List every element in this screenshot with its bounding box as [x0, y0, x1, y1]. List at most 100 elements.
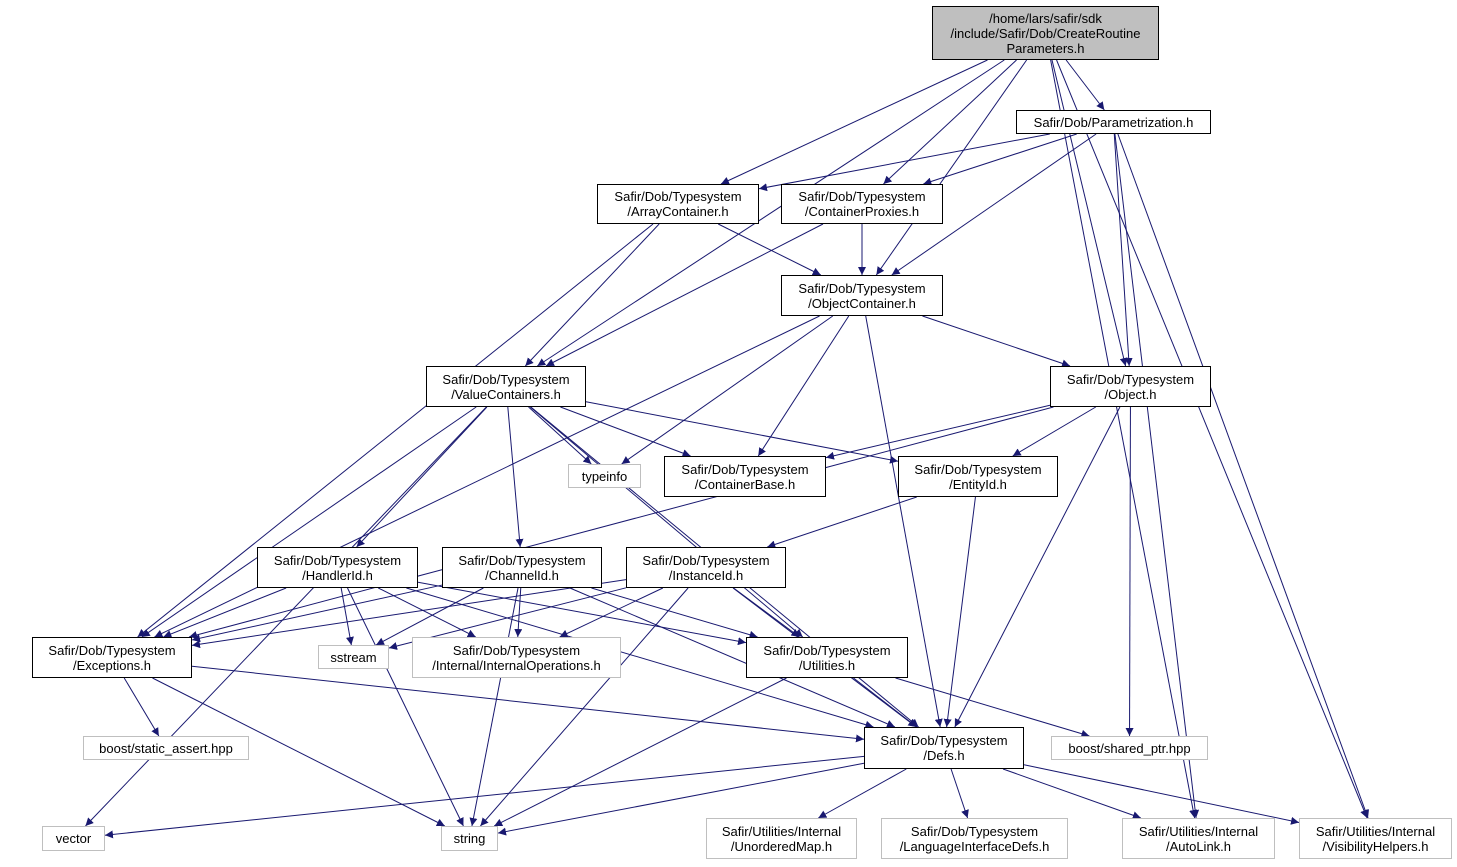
edge-defs-to-visibility_helpers: [1023, 764, 1300, 825]
edge-exceptions-to-static_assert: [123, 677, 160, 737]
edge-root-to-object_container: [875, 59, 1028, 276]
node-visibility-helpers: Safir/Utilities/Internal/VisibilityHelpe…: [1299, 818, 1452, 859]
edge-root-to-parametrization: [1065, 59, 1105, 111]
node-label-line: /Utilities.h: [798, 657, 856, 673]
edge-handler_id-to-utilities: [417, 581, 747, 646]
node-object-container[interactable]: Safir/Dob/Typesystem/ObjectContainer.h: [781, 275, 943, 316]
edge-handler_id-to-defs: [406, 587, 874, 729]
edge-value_containers-to-utilities: [529, 406, 804, 638]
edge-root-to-visibility_helpers: [1056, 59, 1368, 819]
node-label-line: Safir/Dob/Typesystem: [442, 371, 570, 387]
edge-value_containers-to-channel_id: [507, 406, 524, 548]
node-container-base[interactable]: Safir/Dob/Typesystem/ContainerBase.h: [664, 456, 826, 497]
node-label-line: Safir/Dob/Typesystem: [798, 280, 926, 296]
edge-channel_id-to-exceptions: [191, 584, 443, 643]
node-label-line: Safir/Dob/Typesystem: [880, 733, 1008, 748]
node-label-line: Safir/Dob/Typesystem: [914, 461, 1042, 477]
node-label-line: Parameters.h: [1006, 40, 1085, 56]
node-parametrization[interactable]: Safir/Dob/Parametrization.h: [1016, 110, 1211, 134]
node-label-line: vector: [55, 831, 92, 846]
edge-defs-to-vector: [104, 755, 865, 839]
node-unordered-map: Safir/Utilities/Internal/UnorderedMap.h: [706, 818, 857, 859]
node-label-line: string: [453, 831, 486, 846]
node-label-line: Safir/Dob/Typesystem: [273, 552, 402, 568]
edge-defs-to-language_interface_defs: [950, 768, 969, 819]
edge-handler_id-to-sstream: [340, 587, 354, 646]
node-language-interface-defs: Safir/Dob/Typesystem/LanguageInterfaceDe…: [881, 818, 1068, 859]
node-auto-link: Safir/Utilities/Internal/AutoLink.h: [1122, 818, 1275, 859]
node-vector: vector: [42, 826, 105, 851]
node-channel-id[interactable]: Safir/Dob/Typesystem/ChannelId.h: [442, 547, 602, 588]
node-label-line: Safir/Dob/Parametrization.h: [1033, 114, 1194, 130]
edge-object_container-to-container_base: [757, 315, 850, 457]
node-label-line: Safir/Dob/Typesystem: [681, 461, 809, 477]
edge-root-to-auto_link: [1050, 59, 1198, 819]
node-label-line: sstream: [330, 649, 377, 665]
edge-value_containers-to-container_base: [560, 406, 691, 457]
edge-parametrization-to-object: [1113, 133, 1133, 367]
edge-object-to-container_base: [825, 404, 1051, 460]
node-create-routine-parameters[interactable]: /home/lars/safir/sdk/include/Safir/Dob/C…: [932, 6, 1159, 60]
node-value-containers[interactable]: Safir/Dob/Typesystem/ValueContainers.h: [426, 366, 586, 407]
edge-object-to-shared_ptr: [1125, 406, 1134, 737]
edge-root-to-container_proxies: [883, 59, 1017, 185]
node-handler-id[interactable]: Safir/Dob/Typesystem/HandlerId.h: [257, 547, 418, 588]
edge-channel_id-to-sstream: [375, 587, 484, 646]
node-defs[interactable]: Safir/Dob/Typesystem/Defs.h: [864, 727, 1024, 769]
edge-array_container-to-value_containers: [524, 223, 660, 367]
edge-handler_id-to-string: [347, 587, 464, 827]
edge-object_container-to-typeinfo: [621, 315, 834, 465]
edge-exceptions-to-defs: [191, 665, 865, 743]
node-label-line: Safir/Dob/Typesystem: [458, 552, 586, 568]
edge-channel_id-to-defs: [569, 587, 896, 728]
edge-value_containers-to-vector: [85, 406, 487, 827]
node-label-line: typeinfo: [581, 468, 628, 484]
edge-object-to-entity_id: [1012, 406, 1097, 457]
node-label-line: Safir/Utilities/Internal: [1138, 823, 1259, 839]
edge-utilities-to-shared_ptr: [895, 677, 1090, 738]
node-label-line: Safir/Dob/Typesystem: [48, 642, 176, 658]
edge-root-to-value_containers: [537, 59, 1005, 367]
node-instance-id[interactable]: Safir/Dob/Typesystem/InstanceId.h: [626, 547, 786, 588]
edge-defs-to-auto_link: [1002, 768, 1142, 820]
node-utilities[interactable]: Safir/Dob/Typesystem/Utilities.h: [746, 637, 908, 678]
edge-handler_id-to-exceptions: [163, 587, 287, 638]
node-label-line: /ContainerProxies.h: [804, 204, 920, 219]
node-label-line: /include/Safir/Dob/CreateRoutine: [950, 25, 1141, 41]
edge-object-to-defs: [954, 406, 1121, 728]
node-static-assert: boost/static_assert.hpp: [83, 736, 249, 760]
node-label-line: /HandlerId.h: [302, 567, 373, 583]
node-label-line: Safir/Dob/Typesystem: [763, 642, 891, 658]
node-exceptions[interactable]: Safir/Dob/Typesystem/Exceptions.h: [32, 637, 192, 678]
node-object[interactable]: Safir/Dob/Typesystem/Object.h: [1050, 366, 1211, 407]
node-label-line: /ContainerBase.h: [694, 476, 796, 492]
node-label-line: /AutoLink.h: [1165, 838, 1232, 854]
edge-parametrization-to-array_container: [758, 133, 1050, 192]
node-label-line: /Internal/InternalOperations.h: [432, 657, 601, 673]
node-label-line: boost/static_assert.hpp: [99, 740, 233, 756]
edge-array_container-to-object_container: [717, 223, 821, 276]
node-label-line: Safir/Dob/Typesystem: [910, 823, 1039, 839]
node-array-container[interactable]: Safir/Dob/Typesystem/ArrayContainer.h: [597, 184, 759, 224]
edge-channel_id-to-string: [469, 587, 519, 827]
node-label-line: Safir/Dob/Typesystem: [1066, 371, 1195, 387]
node-string: string: [441, 826, 498, 851]
edge-value_containers-to-typeinfo: [528, 406, 592, 465]
edge-instance_id-to-internal_operations: [559, 587, 664, 638]
node-label-line: Safir/Utilities/Internal: [721, 823, 842, 839]
edge-defs-to-unordered_map: [818, 768, 907, 819]
node-label-line: /EntityId.h: [949, 476, 1007, 492]
edge-container_proxies-to-value_containers: [545, 223, 824, 367]
node-label-line: /ValueContainers.h: [451, 386, 561, 402]
node-label-line: /ChannelId.h: [485, 567, 559, 583]
edge-value_containers-to-entity_id: [585, 401, 899, 464]
edge-entity_id-to-defs: [943, 496, 976, 728]
node-typeinfo: typeinfo: [568, 464, 641, 488]
edge-channel_id-to-internal_operations: [514, 587, 523, 638]
node-entity-id[interactable]: Safir/Dob/Typesystem/EntityId.h: [898, 456, 1058, 497]
edge-instance_id-to-exceptions: [191, 579, 627, 649]
edge-channel_id-to-utilities: [591, 587, 758, 639]
edge-object-to-exceptions: [188, 406, 1054, 639]
node-container-proxies[interactable]: Safir/Dob/Typesystem/ContainerProxies.h: [781, 184, 943, 224]
node-label-line: /UnorderedMap.h: [730, 838, 833, 854]
